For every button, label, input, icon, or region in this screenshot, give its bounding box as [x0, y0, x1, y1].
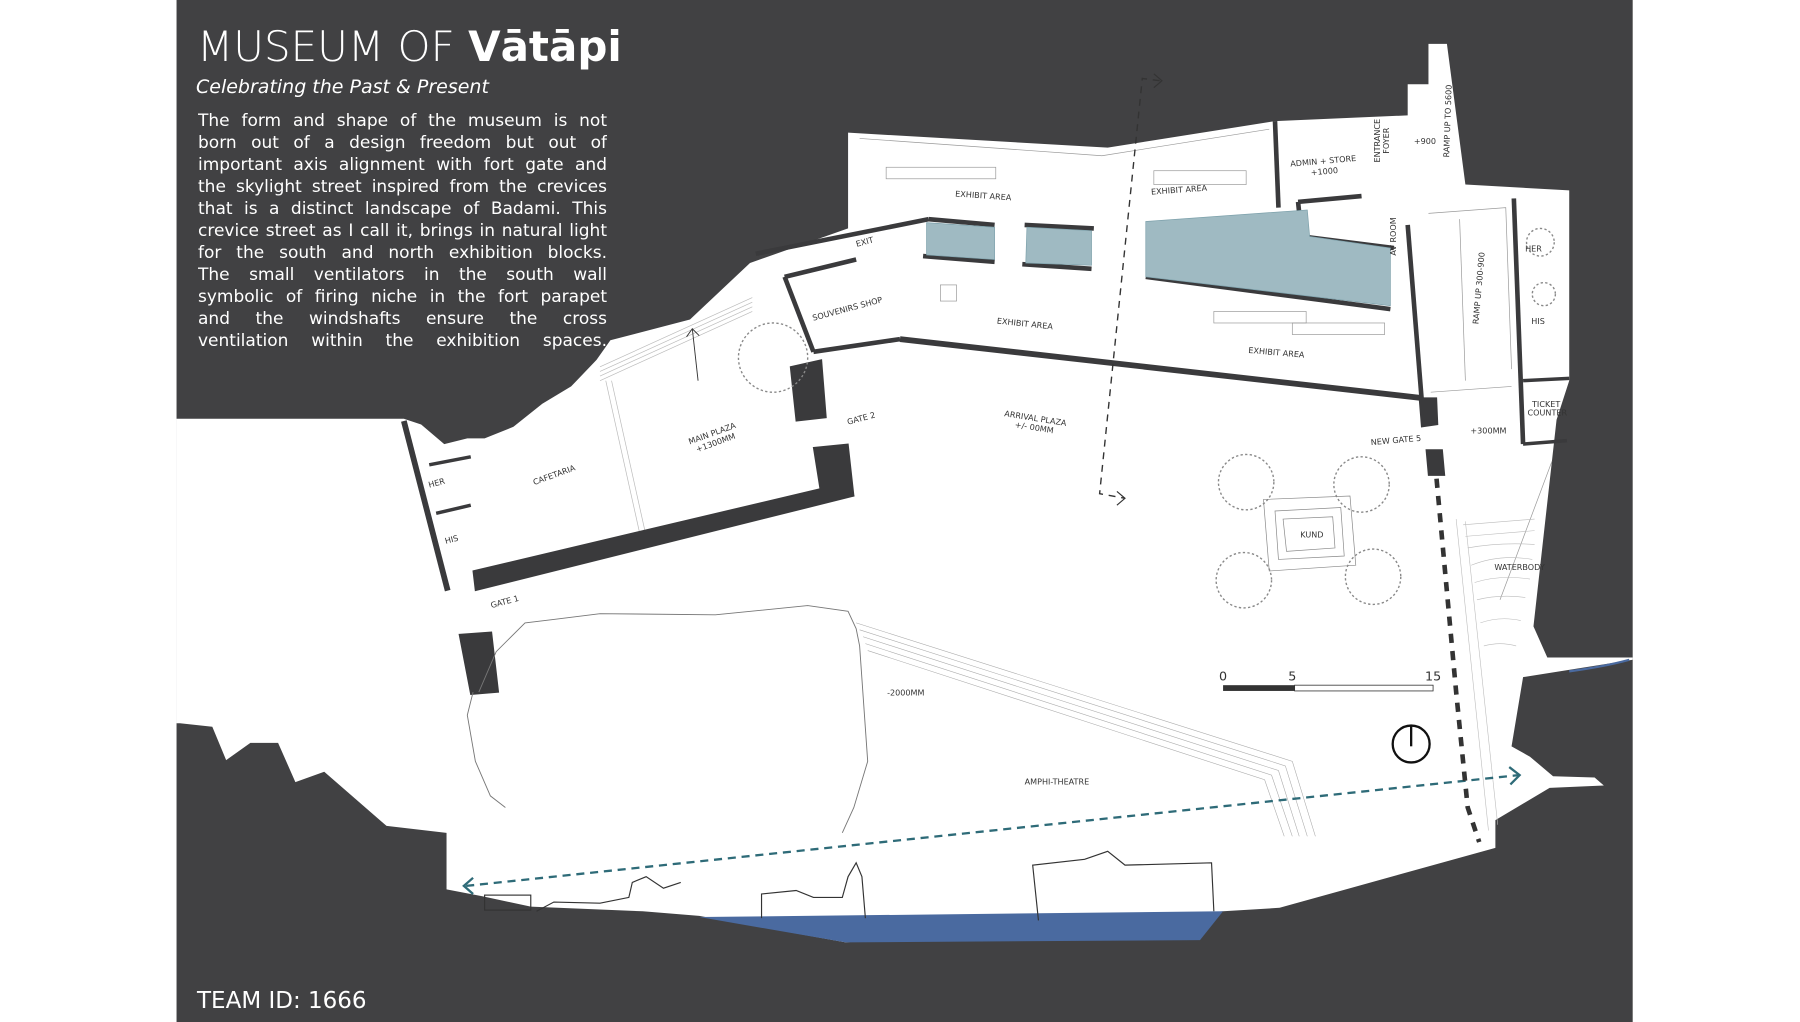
description-line: for the south and north exhibition block… — [198, 243, 607, 263]
label-exhibit-area: EXHIBIT AREA — [955, 189, 1012, 202]
label-admin-level: +1000 — [1310, 166, 1338, 177]
scale-tick: 15 — [1425, 669, 1441, 684]
plaza-arrow — [691, 328, 699, 381]
trees — [737, 227, 1557, 609]
section-cut-line — [1098, 77, 1160, 499]
water-edge-right — [1569, 658, 1630, 673]
north-arrow-icon — [1391, 724, 1431, 764]
description-line: The small ventilators in the south wall — [198, 265, 607, 285]
kund — [1263, 495, 1357, 572]
amphitheatre-steps — [856, 622, 1316, 837]
team-id: TEAM ID: 1666 — [197, 988, 367, 1014]
water-section — [699, 911, 1224, 943]
description-line: and the windshafts ensure the cross — [198, 309, 607, 329]
scale-tick: 5 — [1288, 669, 1296, 684]
description-paragraph: The form and shape of the museum is not … — [198, 110, 607, 352]
label-his: HIS — [1531, 317, 1545, 326]
fort-wall-path — [1434, 478, 1482, 843]
label-exit: EXIT — [855, 235, 875, 248]
skylight-crevice — [926, 209, 1391, 307]
scale-bar: 0 5 15 — [1219, 669, 1441, 692]
page-title: MUSEUM OF Vātāpi — [197, 22, 622, 71]
page-subtitle: Celebrating the Past & Present — [196, 76, 489, 98]
description-line: symbolic of firing niche in the fort par… — [198, 287, 607, 307]
label-entrance: ENTRANCE — [1373, 119, 1382, 163]
label-waterbody: WATERBODY — [1494, 563, 1545, 572]
title-bold: Vātāpi — [468, 22, 622, 71]
label-level-300: +300MM — [1470, 427, 1506, 436]
view-axis-line — [466, 774, 1519, 888]
scale-tick: 0 — [1219, 669, 1227, 684]
label-amphitheatre: AMPHI-THEATRE — [1025, 777, 1090, 786]
description-line: important axis alignment with fort gate … — [198, 155, 607, 175]
label-her: HER — [1525, 244, 1542, 253]
label-foyer: FOYER — [1382, 127, 1391, 154]
label-ramp-5600: RAMP UP TO 5600 — [1442, 84, 1454, 157]
label-av-room: AV ROOM — [1389, 217, 1398, 255]
description-line: that is a distinct landscape of Badami. … — [198, 199, 607, 219]
room-outlines — [859, 128, 1553, 600]
waterbody-contours — [1455, 518, 1535, 831]
label-level-900: +900 — [1414, 137, 1436, 146]
title-light: MUSEUM OF — [197, 22, 469, 71]
rock-outcrop — [466, 605, 869, 834]
description-line: born out of a design freedom but out of — [198, 133, 607, 153]
section-buildings — [484, 850, 1215, 921]
arrowhead-right-icon — [1508, 766, 1522, 786]
label-her: HER — [427, 477, 446, 490]
description-line: crevice street as I call it, brings in n… — [198, 221, 607, 241]
description-line: the skylight street inspired from the cr… — [198, 177, 607, 197]
label-kund: KUND — [1300, 531, 1323, 540]
arrowhead-left-icon — [462, 876, 474, 895]
label-exhibit-area: EXHIBIT AREA — [1151, 184, 1208, 197]
label-his: HIS — [444, 534, 459, 546]
description-line: ventilation within the exhibition spaces… — [198, 331, 607, 351]
label-new-gate-5: NEW GATE 5 — [1370, 434, 1421, 447]
plaza-steps — [599, 297, 753, 537]
description-line: The form and shape of the museum is not — [198, 111, 607, 131]
label-minus-2000: -2000MM — [887, 689, 924, 698]
label-ticket: TICKET — [1531, 400, 1560, 409]
label-counter: COUNTER — [1528, 408, 1568, 417]
